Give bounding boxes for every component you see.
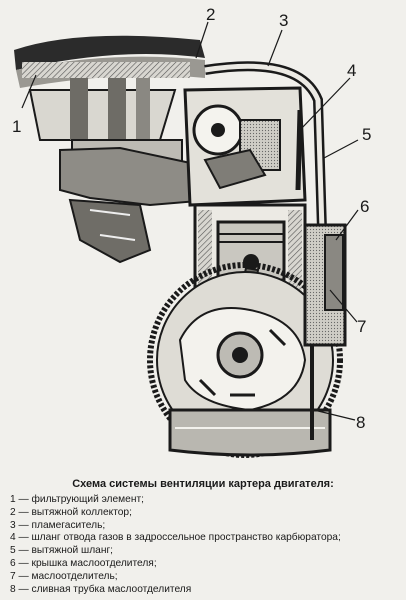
- engine-ventilation-diagram: 1 2 3 4 5 6 7 8: [12, 5, 371, 458]
- crankcase: [147, 262, 343, 458]
- callout-3: 3: [279, 11, 288, 30]
- callout-6: 6: [360, 197, 369, 216]
- caption-title: Схема системы вентиляции картера двигате…: [72, 478, 334, 490]
- callout-1: 1: [12, 117, 21, 136]
- callout-5: 5: [362, 125, 371, 144]
- vent-hoses: [204, 61, 347, 440]
- callout-labels: 1 2 3 4 5 6 7 8: [12, 5, 371, 432]
- legend-item: 8 — сливная трубка маслоотделителя: [10, 583, 192, 595]
- air-filter: [14, 35, 205, 141]
- cylinder-head: [183, 86, 307, 207]
- callout-2: 2: [206, 5, 215, 24]
- callout-7: 7: [357, 317, 366, 336]
- legend-item: 4 — шланг отвода газов в задроссельное п…: [10, 532, 341, 544]
- figure-caption: Схема системы вентиляции картера двигате…: [0, 476, 406, 600]
- carburetor: [59, 139, 212, 264]
- legend-item: 1 — фильтрующий элемент;: [10, 494, 144, 505]
- legend-item: 5 — вытяжной шланг;: [10, 545, 114, 557]
- callout-8: 8: [356, 413, 365, 432]
- legend-list: 1 — фильтрующий элемент; 2 — вытяжной ко…: [10, 494, 400, 596]
- leader-lines: [21, 21, 359, 421]
- callout-4: 4: [347, 61, 356, 80]
- legend-item: 3 — пламегаситель;: [10, 519, 106, 531]
- legend-item: 2 — вытяжной коллектор;: [10, 506, 132, 518]
- legend-item: 7 — маслоотделитель;: [10, 570, 118, 582]
- legend-item: 6 — крышка маслоотделителя;: [10, 557, 157, 569]
